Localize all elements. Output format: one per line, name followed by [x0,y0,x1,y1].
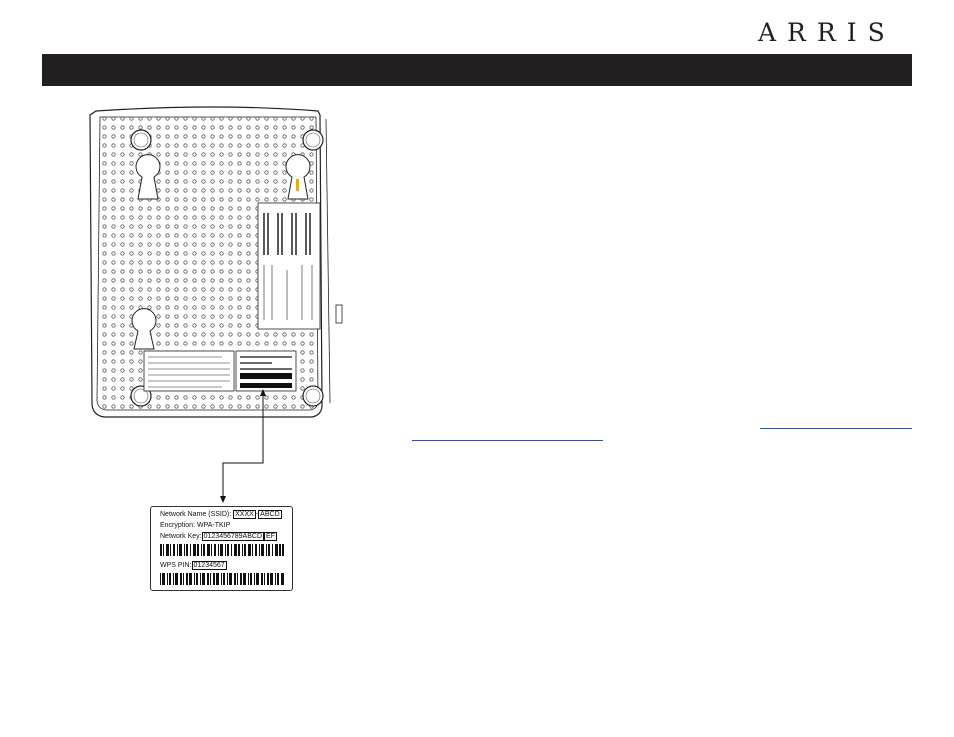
arris-logo: ARRIS [758,18,896,47]
encryption-value: WPA-TKIP [196,522,231,529]
network-key-barcode [160,544,284,556]
network-key-caption: Network Key: [160,533,202,540]
ssid-separator: - [255,511,259,518]
encryption-caption: Encryption: [160,522,196,529]
wps-pin-barcode [160,573,284,585]
wifi-security-label: Network Name (SSID): XXXX-ABCD Encryptio… [150,506,293,591]
hyperlink-underline-2[interactable] [412,440,603,441]
ssid-value-a: XXXX [233,510,256,519]
network-key-extra: EF [264,532,277,541]
header-band [42,54,912,86]
ssid-row: Network Name (SSID): XXXX-ABCD [160,510,282,519]
wps-pin-row: WPS PIN:01234567 [160,561,227,570]
hyperlink-underline-1[interactable] [760,428,912,429]
wps-pin-caption: WPS PIN: [160,562,192,569]
wps-pin-value: 01234567 [191,561,227,570]
ssid-value-b: ABCD [258,510,282,519]
network-key-value: 0123456789ABCD [201,532,265,541]
encryption-row: Encryption: WPA-TKIP [160,521,230,530]
router-bottom-illustration [89,106,343,418]
ssid-caption: Network Name (SSID): [160,511,232,518]
